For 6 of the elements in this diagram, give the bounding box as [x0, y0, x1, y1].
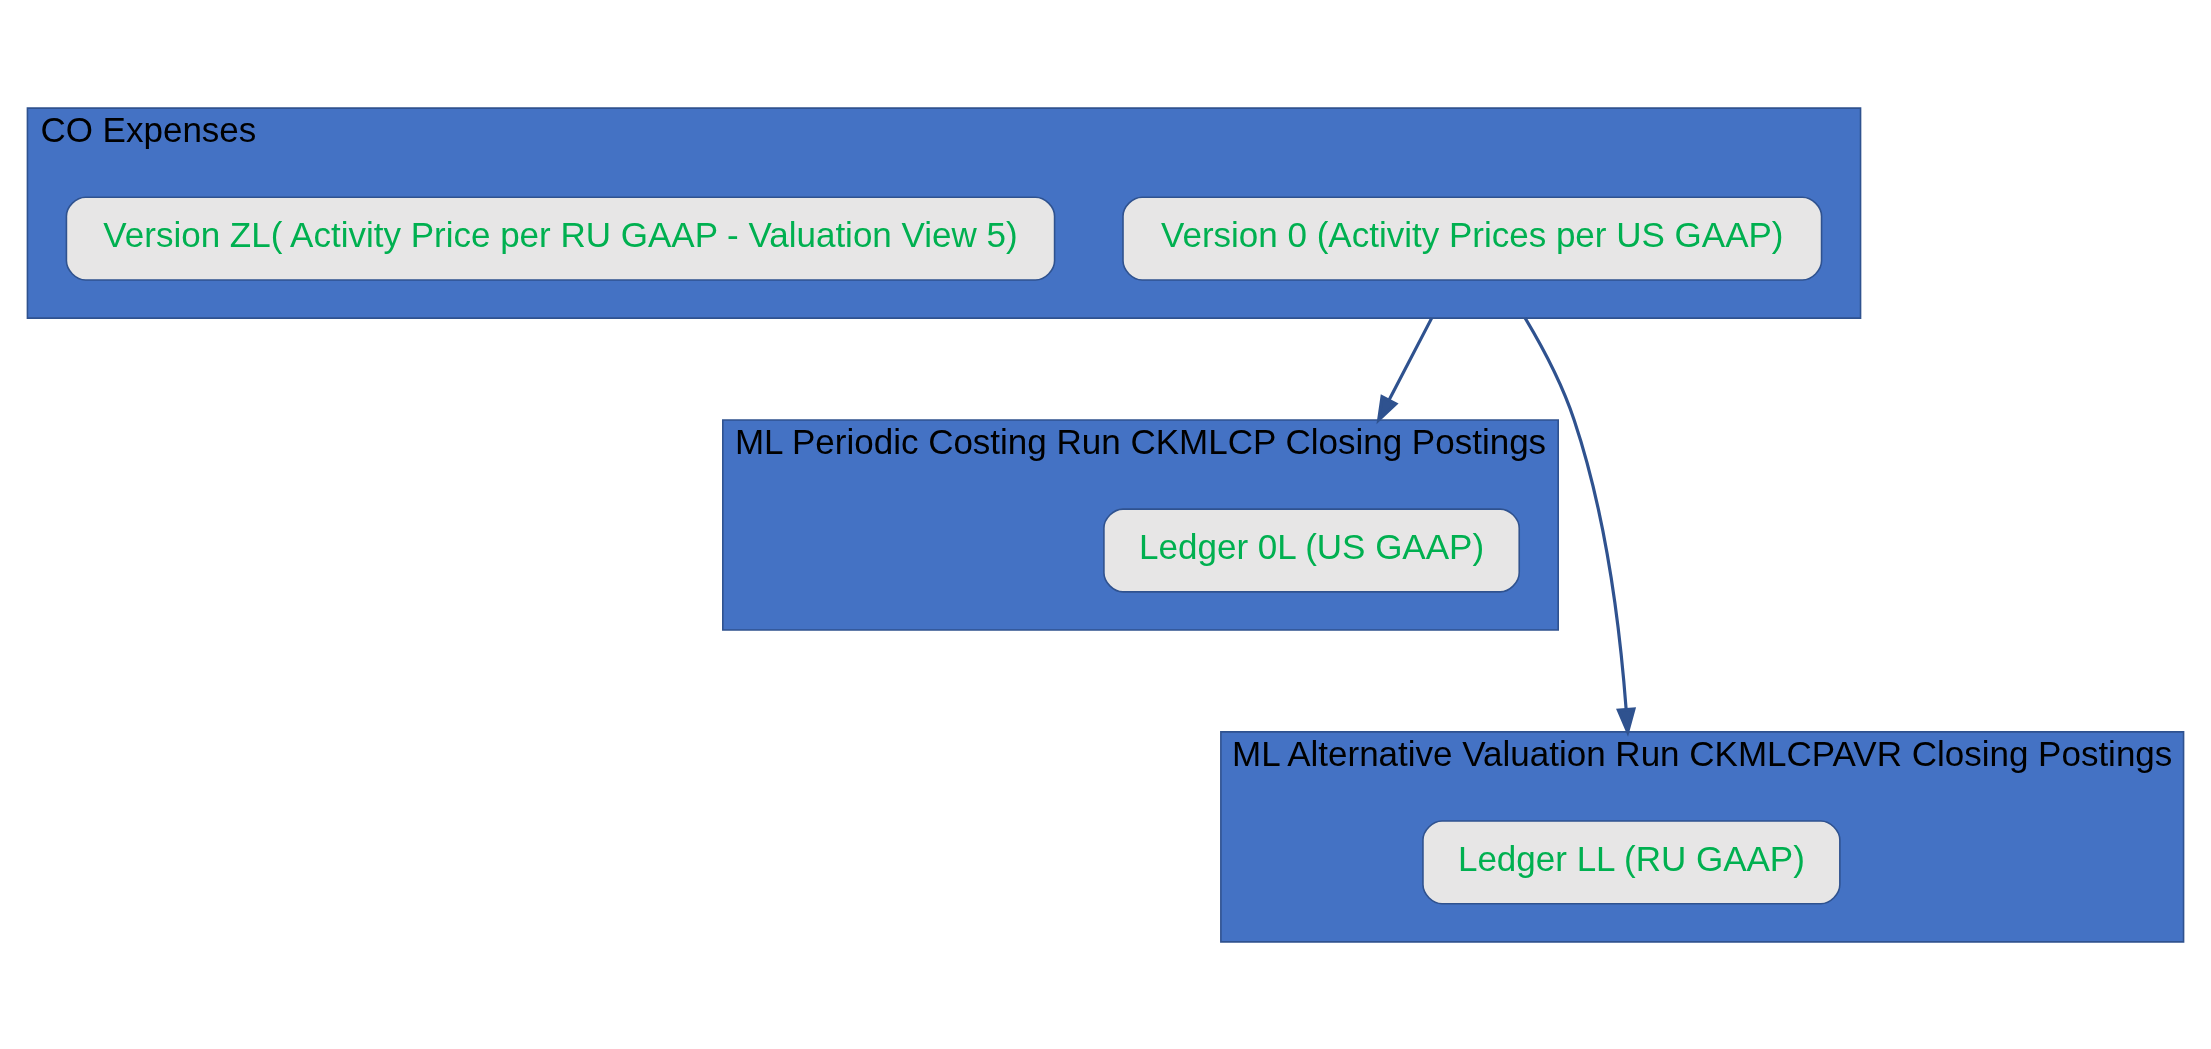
arrow: [1376, 316, 1434, 424]
arrow: [1523, 316, 1637, 737]
node-box: Ledger LL (RU GAAP): [1422, 819, 1841, 904]
node-box: Version 0 (Activity Prices per US GAAP): [1122, 195, 1823, 281]
node-box: Version ZL( Activity Price per RU GAAP - Valuation View 5): [65, 195, 1056, 281]
node-box: Ledger 0L (US GAAP): [1103, 507, 1520, 593]
